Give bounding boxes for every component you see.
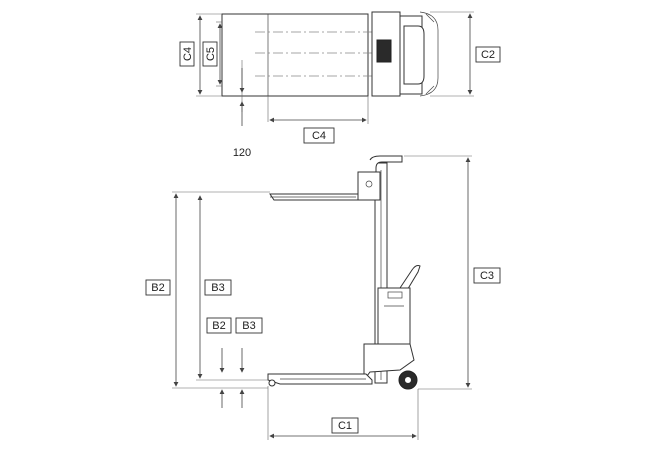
dim-120-label: 120 xyxy=(233,147,251,159)
side-carriage xyxy=(357,171,381,201)
top-battery xyxy=(403,25,425,85)
b3-outer-label-box xyxy=(204,279,232,296)
c3-label-box xyxy=(473,267,501,284)
b3-outer-label: B3 xyxy=(211,282,224,294)
c4-horizontal-label-box xyxy=(303,127,335,144)
side-battery-box xyxy=(377,287,411,345)
c4-vertical-label-box xyxy=(179,41,195,67)
top-mast-block xyxy=(376,39,392,63)
side-front-wheel xyxy=(268,379,276,387)
c4-vertical-label: C4 xyxy=(182,47,194,61)
top-platform xyxy=(221,13,369,97)
c5-vertical-label: C5 xyxy=(205,47,217,61)
c3-label: C3 xyxy=(480,270,494,282)
c2-label: C2 xyxy=(481,49,495,61)
side-handle-top xyxy=(369,155,403,180)
c5-vertical-label-box xyxy=(202,41,218,67)
b2-outer-label: B2 xyxy=(151,282,164,294)
c4-horizontal-label: C4 xyxy=(312,130,326,142)
c1-label: C1 xyxy=(338,420,352,432)
b2-outer-label-box xyxy=(145,279,171,296)
top-handle-corner xyxy=(425,13,435,95)
c2-label-box xyxy=(475,46,501,63)
c1-label-box xyxy=(331,417,359,434)
b3-small-label: B3 xyxy=(242,320,255,332)
b3-small-label-box xyxy=(235,317,263,334)
top-view: C4 C5 C2 120 C4 xyxy=(179,11,501,159)
top-handle-bar xyxy=(419,11,439,97)
b2-small-label: B2 xyxy=(212,320,225,332)
side-tiller-handle xyxy=(399,265,421,293)
side-view: B2 B3 B2 B3 C3 C1 xyxy=(145,155,501,440)
b2-small-label-box xyxy=(206,317,232,334)
